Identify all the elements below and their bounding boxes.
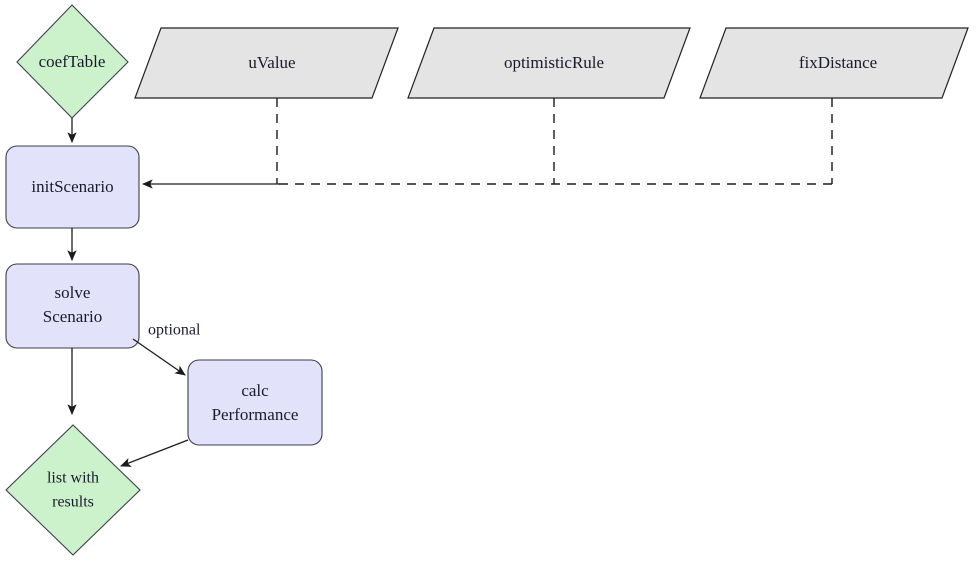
option-node-optimisticrule[interactable]: optimisticRule	[407, 27, 691, 99]
parallelogram-shape	[134, 27, 399, 99]
data-node-listwithresults[interactable]: list with results	[5, 424, 141, 556]
option-label-uvalue: uValue	[248, 53, 295, 72]
parallelogram-shape	[699, 27, 969, 99]
diamond-shape	[5, 424, 141, 556]
process-node-calcperformance[interactable]: calc Performance	[187, 359, 323, 446]
edge-solvescenario-to-calcperformance	[132, 338, 186, 376]
option-node-fixdistance[interactable]: fixDistance	[699, 27, 969, 99]
process-label-calcperformance-line2: Performance	[212, 405, 299, 424]
data-label-results-line2: results	[52, 494, 94, 511]
process-label-solvescenario-line2: Scenario	[43, 307, 102, 326]
edge-calcperformance-to-results	[120, 439, 189, 467]
process-node-solvescenario[interactable]: solve Scenario	[5, 263, 140, 349]
parallelogram-shape	[407, 27, 691, 99]
option-label-optimisticrule: optimisticRule	[504, 53, 604, 72]
edge-label-optional: optional	[148, 322, 201, 339]
process-label-initscenario: initScenario	[31, 177, 113, 196]
data-node-coeftable[interactable]: coefTable	[16, 4, 129, 119]
option-node-uvalue[interactable]: uValue	[134, 27, 399, 99]
data-label-coeftable: coefTable	[39, 52, 106, 71]
option-label-fixdistance: fixDistance	[799, 53, 877, 72]
rounded-rect-shape	[187, 359, 323, 446]
data-label-results-line1: list with	[47, 470, 99, 487]
process-node-initscenario[interactable]: initScenario	[5, 145, 140, 229]
process-label-calcperformance-line1: calc	[241, 381, 269, 400]
process-label-solvescenario-line1: solve	[55, 283, 91, 302]
